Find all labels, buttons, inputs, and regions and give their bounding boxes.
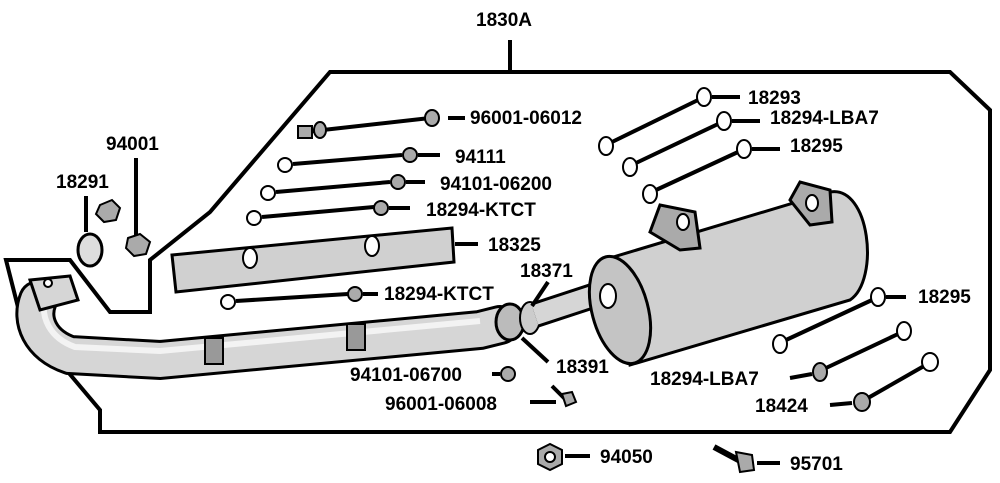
washer-94101-06200-b <box>390 174 406 190</box>
washer-18295-a <box>642 184 658 204</box>
muffler <box>587 180 869 367</box>
part-label-18371: 18371 <box>520 261 573 282</box>
washer-94111-a <box>277 157 293 173</box>
nut-94001 <box>124 232 152 258</box>
part-label-18325: 18325 <box>488 235 541 256</box>
washer-18294-ktct-d <box>347 286 363 302</box>
pipe-flange <box>27 274 80 312</box>
part-label-18293: 18293 <box>748 88 801 109</box>
part-label-96001-06012: 96001-06012 <box>470 108 582 129</box>
part-label-18424: 18424 <box>755 396 808 417</box>
part-label-18295-top: 18295 <box>790 136 843 157</box>
washer-94111-b <box>402 147 418 163</box>
nut-94001-upper <box>94 198 122 224</box>
washer-18294-ktct-b <box>373 200 389 216</box>
part-label-94111: 94111 <box>455 147 506 168</box>
pipe-clamp <box>204 337 224 365</box>
bolt-96001-06008 <box>550 384 578 408</box>
part-label-18294-ktct-top: 18294-KTCT <box>426 200 536 221</box>
pipe-clamp <box>346 323 366 351</box>
washer-18295-b <box>736 139 752 159</box>
part-label-95701: 95701 <box>790 454 843 475</box>
washer-18424-a <box>853 392 871 412</box>
part-label-94050: 94050 <box>600 447 653 468</box>
washer-94101-06200-a <box>260 185 276 201</box>
washer-18294-lba7-a <box>622 157 638 177</box>
part-label-94001: 94001 <box>106 134 159 155</box>
washer-94101-06700 <box>500 366 516 382</box>
assembly-label: 1830A <box>476 10 532 31</box>
part-label-18291: 18291 <box>56 172 109 193</box>
bolt-96001-06012 <box>297 109 440 139</box>
washer-18293-a <box>598 136 614 156</box>
part-label-18294-ktct-mid: 18294-KTCT <box>384 284 494 305</box>
nut-94050 <box>537 442 563 472</box>
washer-18294-lba7-b <box>716 111 732 131</box>
part-label-18294-lba7-bot: 18294-LBA7 <box>650 369 759 390</box>
part-label-18294-lba7-top: 18294-LBA7 <box>770 108 879 129</box>
part-label-18391: 18391 <box>556 357 609 378</box>
washer-18295-c <box>772 334 788 354</box>
washer-18424-b <box>921 352 939 372</box>
part-label-94101-06700: 94101-06700 <box>350 365 462 386</box>
washer-18295-d <box>870 287 886 307</box>
bolt-95701 <box>712 444 756 474</box>
part-label-94101-06200: 94101-06200 <box>440 174 552 195</box>
exhaust-pipe <box>15 274 610 381</box>
gasket-18291 <box>76 232 104 268</box>
washer-18294-lba7-c <box>812 362 828 382</box>
part-label-18295-right: 18295 <box>918 287 971 308</box>
washer-18294-lba7-d <box>896 321 912 341</box>
washer-18294-ktct-c <box>220 294 236 310</box>
part-label-96001-06008: 96001-06008 <box>385 394 497 415</box>
heat-shield <box>170 226 456 294</box>
washer-18293-b <box>696 87 712 107</box>
washer-18294-ktct-a <box>246 210 262 226</box>
